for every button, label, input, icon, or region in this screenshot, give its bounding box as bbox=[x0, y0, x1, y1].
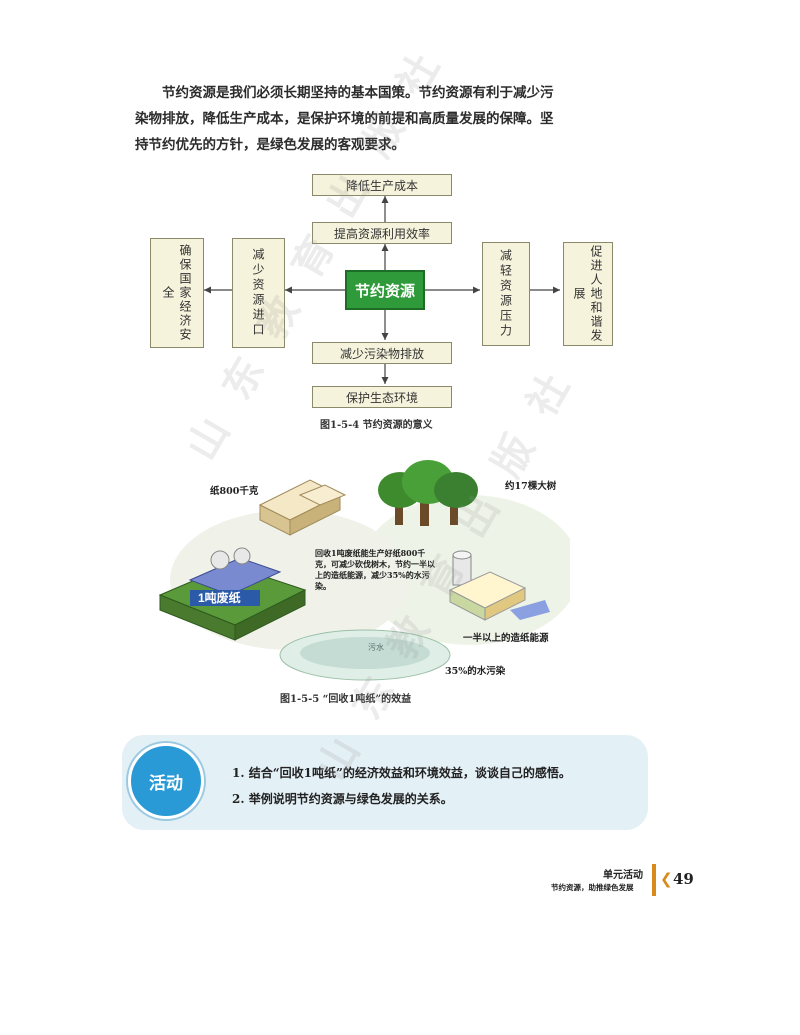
box-reduce-cost: 降低生产成本 bbox=[312, 174, 452, 196]
energy-savings-label: 一半以上的造纸能源 bbox=[463, 633, 549, 644]
box-national-security: 确保国家经济安全 bbox=[150, 238, 204, 348]
trees-17-label: 约17棵大树 bbox=[505, 481, 557, 492]
ton-waste-paper-label: 1吨废纸 bbox=[198, 590, 241, 605]
box-improve-efficiency: 提高资源利用效率 bbox=[312, 222, 452, 244]
box-harmony: 促进人地和谐发展 bbox=[563, 242, 613, 346]
trees-icon bbox=[378, 460, 478, 526]
recycling-illustration: 1吨废纸 污水 bbox=[158, 460, 570, 681]
box-reduce-pressure: 减轻资源压力 bbox=[482, 242, 530, 346]
footer-unit-title: 单元活动 bbox=[603, 870, 643, 881]
box-protect-ecology: 保护生态环境 bbox=[312, 386, 452, 408]
recycling-description: 回收1吨废纸能生产好纸800千克，可减少砍伐树木，节约一半以上的造纸能源，减少3… bbox=[315, 548, 435, 591]
footer-divider bbox=[652, 864, 656, 896]
waste-paper-bale-icon bbox=[158, 547, 307, 641]
figure-caption-2: 图1-5-5 “回收1吨纸”的效益 bbox=[280, 694, 412, 705]
energy-icon bbox=[448, 550, 550, 621]
water-pollution-label: 35%的水污染 bbox=[445, 666, 506, 677]
chevron-left-icon: ❮ bbox=[660, 870, 673, 888]
polluted-water-pond-icon bbox=[279, 629, 451, 681]
activity-item-2: 2. 举例说明节约资源与绿色发展的关系。 bbox=[232, 792, 453, 806]
activity-item-1: 1. 结合“回收1吨纸”的经济效益和环境效益，谈谈自己的感悟。 bbox=[232, 766, 571, 780]
center-save-resources: 节约资源 bbox=[345, 270, 425, 310]
box-reduce-pollution: 减少污染物排放 bbox=[312, 342, 452, 364]
footer-unit-subtitle: 节约资源，助推绿色发展 bbox=[551, 883, 634, 892]
activity-badge: 活动 bbox=[128, 743, 204, 819]
paper-800kg-label: 纸800千克 bbox=[210, 486, 259, 497]
box-reduce-imports: 减少资源进口 bbox=[232, 238, 285, 348]
page-number: 49 bbox=[673, 870, 694, 888]
intro-paragraph: 节约资源是我们必须长期坚持的基本国策。节约资源有利于减少污染物排放，降低生产成本… bbox=[135, 85, 554, 153]
paper-stack-icon bbox=[258, 479, 347, 536]
activity-panel bbox=[122, 735, 648, 830]
pond-label: 污水 bbox=[368, 642, 384, 652]
figure-caption-1: 图1-5-4 节约资源的意义 bbox=[320, 420, 433, 431]
